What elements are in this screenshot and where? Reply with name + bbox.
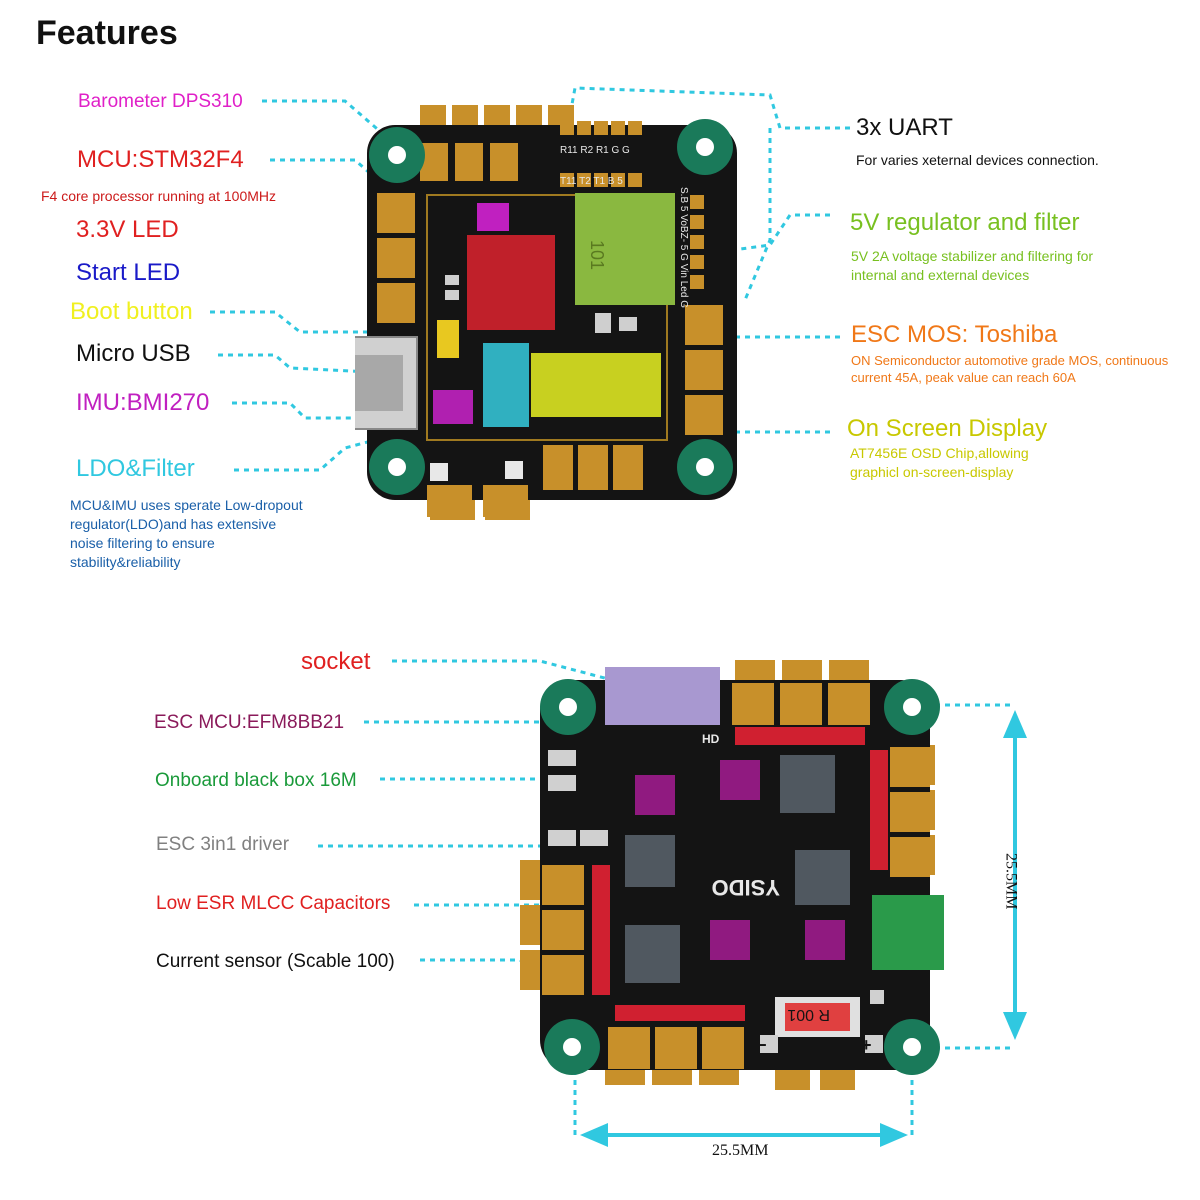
- page-title: Features: [36, 14, 178, 52]
- label-micro-usb: Micro USB: [76, 340, 191, 367]
- label-regulator-desc: 5V 2A voltage stabilizer and filtering f…: [851, 248, 1094, 283]
- mcu-chip: [467, 235, 555, 330]
- dim-arrowhead-left: [580, 1123, 608, 1147]
- dim-arrowhead-down: [1003, 1012, 1027, 1040]
- label-blackbox: Onboard black box 16M: [155, 770, 357, 791]
- esc-mcu-chip-1: [635, 775, 675, 815]
- label-mlcc: Low ESR MLCC Capacitors: [156, 893, 391, 914]
- label-imu: IMU:BMI270: [76, 389, 210, 416]
- regulator-block: [575, 193, 675, 305]
- dimension-width-label: 25.5MM: [712, 1142, 769, 1159]
- esc-mcu-chip-2: [720, 760, 760, 800]
- barometer-chip: [477, 203, 509, 231]
- silk-side: S.B 5 VoBZ- 5 G Vin Led G: [678, 187, 689, 308]
- leader-mcu: [270, 158, 506, 277]
- esc-mcu-chip-3: [710, 920, 750, 960]
- label-esc-mos: ESC MOS: Toshiba: [851, 321, 1058, 348]
- boot-button-shape: [437, 320, 459, 358]
- osd-chip: [531, 353, 661, 417]
- label-boot-button: Boot button: [70, 298, 193, 325]
- label-osd-desc: AT7456E OSD Chip,allowing graphicl on-sc…: [850, 445, 1029, 480]
- silk-plus: +: [861, 1035, 872, 1055]
- label-driver: ESC 3in1 driver: [156, 834, 290, 855]
- socket-connector: [605, 667, 720, 725]
- label-mcu-desc: F4 core processor running at 100MHz: [41, 188, 276, 204]
- label-esc-mos-desc: ON Semiconductor automotive grade MOS, c…: [851, 353, 1169, 385]
- label-current-sensor: Current sensor (Scable 100): [156, 951, 395, 972]
- label-start-led: Start LED: [76, 259, 181, 286]
- dim-arrowhead-right: [880, 1123, 908, 1147]
- label-osd: On Screen Display: [847, 415, 1048, 442]
- silk-hd: HD: [702, 732, 720, 746]
- driver-chip-4: [625, 925, 680, 983]
- silk-row2: T11 T2 T1 B 5: [560, 176, 623, 187]
- label-mcu: MCU:STM32F4: [77, 146, 244, 173]
- label-esc-mcu: ESC MCU:EFM8BB21: [154, 712, 345, 733]
- esc-mcu-chip-4: [805, 920, 845, 960]
- imu-chip: [433, 390, 473, 424]
- flight-controller-board: R11 R2 R1 G G T11 T2 T1 B 5 S.B 5 VoBZ- …: [355, 105, 737, 520]
- dim-arrowhead-up: [1003, 710, 1027, 738]
- silk-shunt: R 001: [787, 1006, 830, 1023]
- leader-barometer: [262, 99, 491, 217]
- leader-uart: [568, 86, 850, 130]
- label-uart-desc: For varies xeternal devices connection.: [856, 152, 1099, 168]
- label-regulator: 5V regulator and filter: [850, 209, 1080, 236]
- label-barometer: Barometer DPS310: [78, 91, 243, 112]
- blackbox-chip: [872, 895, 944, 970]
- leader-uart-b: [743, 128, 772, 301]
- dimension-height-label: 25.5MM: [1002, 852, 1020, 910]
- silk-row1: R11 R2 R1 G G: [560, 145, 630, 156]
- esc-board: YSIDO HD R 001 − +: [520, 660, 944, 1090]
- label-led-33: 3.3V LED: [76, 216, 179, 243]
- silk-brand: YSIDO: [712, 875, 780, 900]
- label-uart: 3x UART: [856, 114, 953, 141]
- label-ldo: LDO&Filter: [76, 455, 195, 482]
- label-ldo-desc: MCU&IMU uses sperate Low-dropout regulat…: [70, 497, 303, 570]
- label-socket: socket: [301, 648, 371, 675]
- silk-minus: −: [756, 1035, 767, 1055]
- driver-chip-3: [795, 850, 850, 905]
- imu-area: [483, 343, 529, 427]
- driver-chip-2: [625, 835, 675, 887]
- driver-chip-1: [780, 755, 835, 813]
- leader-usb: [218, 353, 371, 374]
- silk-reg: 101: [587, 240, 607, 270]
